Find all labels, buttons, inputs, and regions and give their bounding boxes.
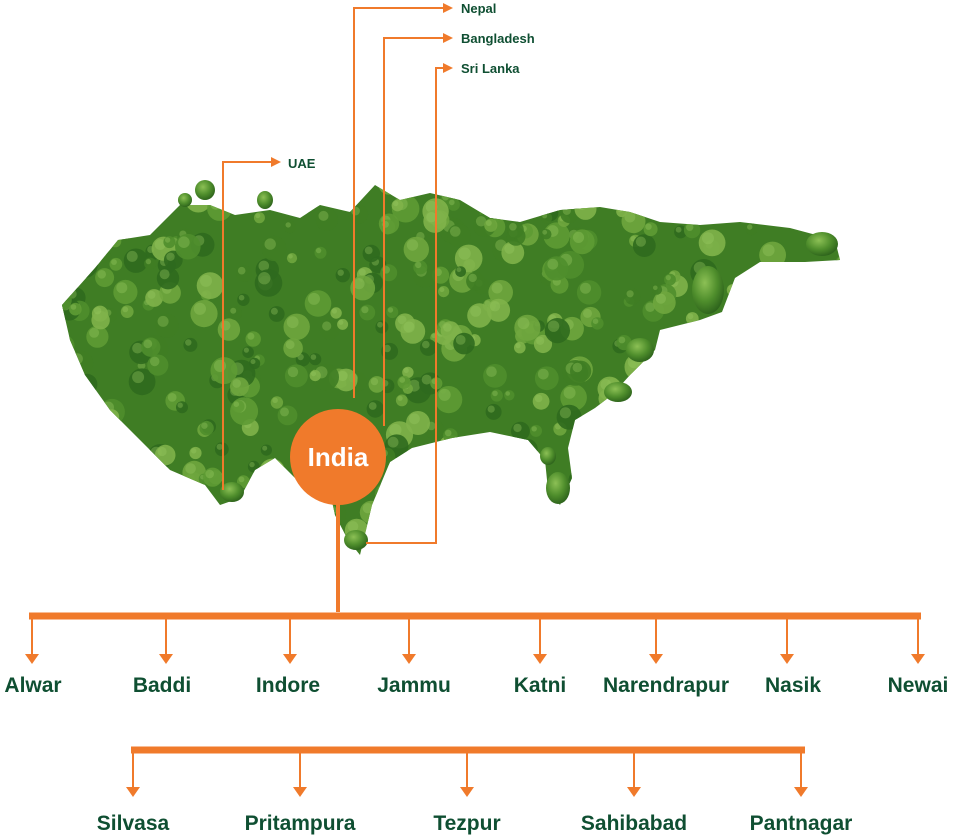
plant-label-tezpur: Tezpur <box>433 812 500 835</box>
arrowhead-nepal <box>443 3 453 13</box>
hub-label: India <box>308 442 369 472</box>
arrowhead-narendrapur <box>649 654 663 664</box>
plant-label-katni: Katni <box>514 674 567 697</box>
arrowhead-bangladesh <box>443 33 453 43</box>
export-connectors <box>222 7 444 544</box>
connector-nepal <box>353 7 444 398</box>
arrowhead-sri-lanka <box>443 63 453 73</box>
arrowhead-indore <box>283 654 297 664</box>
country-label-bangladesh: Bangladesh <box>461 31 535 46</box>
connector-sri-lanka <box>366 67 444 544</box>
plant-label-pantnagar: Pantnagar <box>750 812 853 835</box>
plant-label-jammu: Jammu <box>377 674 451 697</box>
arrowhead-alwar <box>25 654 39 664</box>
arrowhead-jammu <box>402 654 416 664</box>
hub-circle <box>290 409 386 505</box>
plants-row-2: Silvasa Pritampura Tezpur Sahibabad Pantnaga… <box>97 746 853 835</box>
arrowhead-nasik <box>780 654 794 664</box>
plant-label-baddi: Baddi <box>133 674 191 697</box>
export-arrowheads <box>271 3 453 167</box>
plant-label-silvasa: Silvasa <box>97 812 170 835</box>
country-label-uae: UAE <box>288 156 316 171</box>
connector-bangladesh <box>383 37 444 426</box>
plants-row-1: Alwar Baddi Indore Jammu Katni Narendrapur Nas… <box>4 612 949 697</box>
arrowhead-silvasa <box>126 787 140 797</box>
arrowhead-katni <box>533 654 547 664</box>
plant-label-sahibabad: Sahibabad <box>581 812 687 835</box>
arrowhead-pritampura <box>293 787 307 797</box>
plant-label-pritampura: Pritampura <box>245 812 356 835</box>
country-label-sri-lanka: Sri Lanka <box>461 61 520 76</box>
asia-foliage-map <box>62 180 840 555</box>
arrowhead-pantnagar <box>794 787 808 797</box>
arrowhead-baddi <box>159 654 173 664</box>
plant-label-narendrapur: Narendrapur <box>603 674 729 697</box>
map-islands <box>178 180 838 550</box>
plant-label-alwar: Alwar <box>4 674 61 697</box>
plant-label-indore: Indore <box>256 674 320 697</box>
country-label-nepal: Nepal <box>461 1 496 16</box>
plant-label-nasik: Nasik <box>765 674 821 697</box>
arrowhead-tezpur <box>460 787 474 797</box>
connector-uae <box>222 161 272 490</box>
arrowhead-newai <box>911 654 925 664</box>
arrowhead-sahibabad <box>627 787 641 797</box>
plant-label-newai: Newai <box>888 674 949 697</box>
arrowhead-uae <box>271 157 281 167</box>
